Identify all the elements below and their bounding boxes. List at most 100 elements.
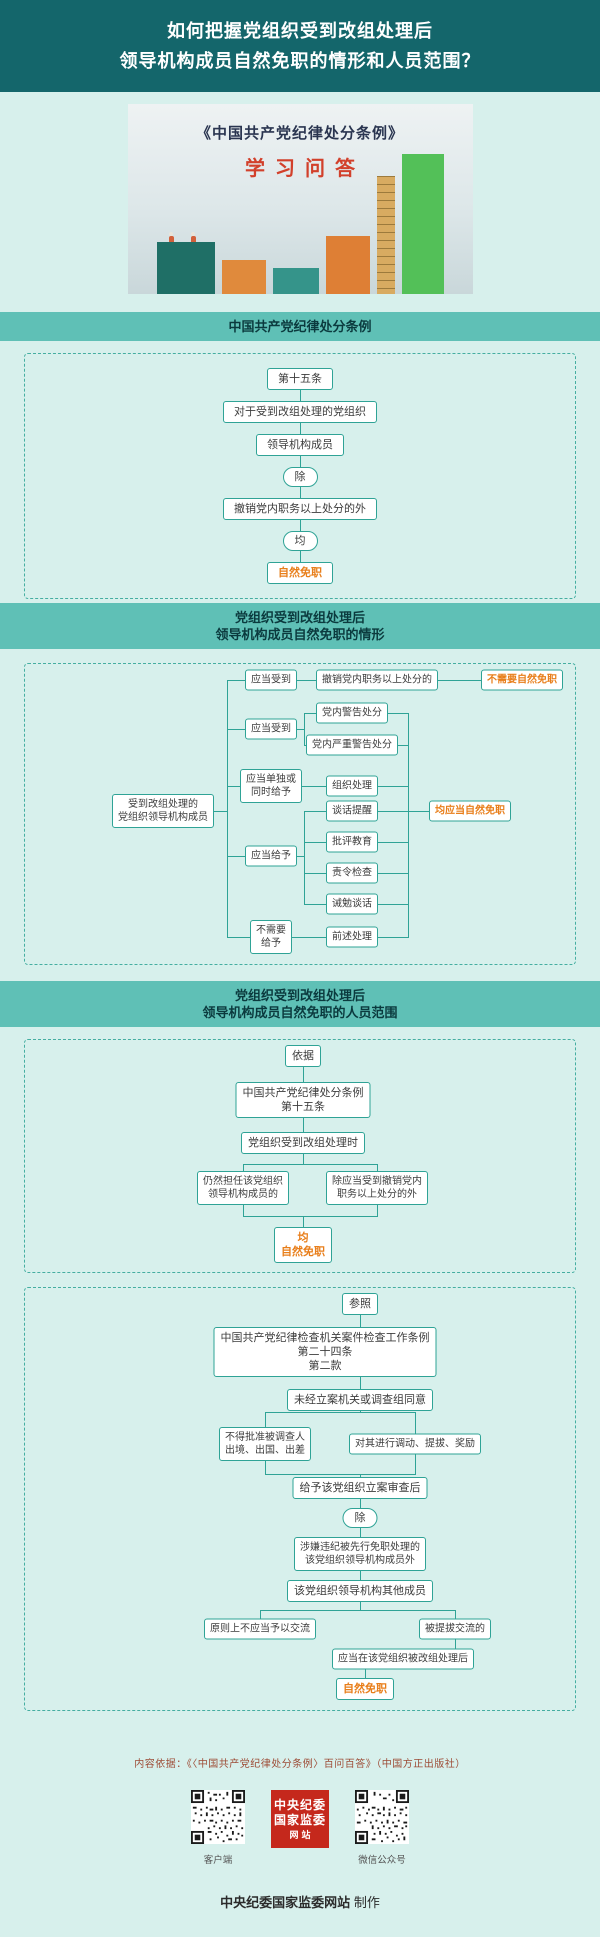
flow4-law-line3: 第二款 bbox=[308, 1360, 342, 1372]
page-title-line1: 如何把握党组织受到改组处理后 bbox=[167, 21, 433, 41]
connector bbox=[243, 1164, 378, 1165]
figurine bbox=[168, 232, 174, 242]
teal-block bbox=[156, 232, 215, 294]
flow4-except-line1: 涉嫌违纪被先行免职处理的 bbox=[300, 1542, 420, 1553]
flow1-step1-box: 对于受到改组处理的党组织 bbox=[223, 401, 377, 423]
flow3-condition-box: 党组织受到改组处理时 bbox=[241, 1132, 365, 1154]
connector bbox=[299, 551, 301, 562]
flow3-left-line1: 仍然担任该党组织 bbox=[203, 1176, 283, 1187]
figurine-body bbox=[168, 236, 174, 242]
section1-header: 中国共产党纪律处分条例 bbox=[0, 312, 600, 341]
flow2-root-line1: 受到改组处理的 bbox=[128, 799, 198, 810]
flow2-branch4-label: 应当给予 bbox=[245, 845, 297, 867]
flow3-left-box: 仍然担任该党组织 领导机构成员的 bbox=[197, 1171, 289, 1205]
flow3-result-line1: 均 bbox=[297, 1232, 309, 1244]
flow4-law-line1: 中国共产党纪律检查机关案件检查工作条例 bbox=[220, 1332, 430, 1344]
ccdi-logo-line3: 网站 bbox=[289, 1829, 314, 1840]
flow4-except-pill: 除 bbox=[342, 1508, 378, 1528]
green-bar bbox=[401, 154, 444, 294]
ruler bbox=[376, 176, 395, 294]
flow2-branch2-label: 应当受到 bbox=[245, 718, 297, 740]
figurine-body bbox=[190, 236, 196, 242]
flow4-right-box: 对其进行调动、提拔、奖励 bbox=[349, 1433, 481, 1455]
flow3-left-line2: 领导机构成员的 bbox=[208, 1189, 278, 1200]
connector bbox=[299, 487, 301, 498]
ccdi-logo-line1: 中央纪委 bbox=[273, 1797, 326, 1812]
flow2-branch3-label: 应当单独或 同时给予 bbox=[240, 769, 302, 803]
credit-name: 中央纪委国家监委网站 bbox=[220, 1895, 351, 1910]
connector bbox=[243, 1216, 378, 1217]
flow1-all-pill: 均 bbox=[282, 531, 318, 551]
flow4-leaf-right-box: 被提拔交流的 bbox=[419, 1618, 491, 1640]
flowchart-reference: 参照 中国共产党纪律检查机关案件检查工作条例 第二十四条 第二款 未经立案机关或… bbox=[24, 1287, 576, 1711]
flow4-law-box: 中国共产党纪律检查机关案件检查工作条例 第二十四条 第二款 bbox=[213, 1327, 437, 1377]
teal-block-small bbox=[272, 268, 319, 294]
flow2-no-dismissal-box: 不需要自然免职 bbox=[481, 669, 563, 691]
connector bbox=[227, 680, 228, 938]
flow4-reference-tag: 参照 bbox=[342, 1293, 378, 1315]
connector bbox=[365, 1659, 366, 1690]
flow2-branch5-node: 前述处理 bbox=[326, 926, 378, 948]
connector bbox=[265, 1474, 416, 1475]
flow1-except-pill: 除 bbox=[282, 467, 318, 487]
flow3-basis-tag: 依据 bbox=[285, 1045, 321, 1067]
connector bbox=[227, 937, 408, 938]
connector bbox=[299, 423, 301, 434]
page-header: 如何把握党组织受到改组处理后 领导机构成员自然免职的情形和人员范围？ bbox=[0, 0, 600, 92]
flow4-step3-box: 该党组织领导机构其他成员 bbox=[287, 1580, 433, 1602]
flow3-right-line1: 除应当受到撤销党内 bbox=[332, 1176, 422, 1187]
connector bbox=[299, 456, 301, 467]
book-subtitle: 学习问答 bbox=[245, 158, 365, 180]
footer-credit: 中央纪委国家监委网站 制作 bbox=[0, 1892, 600, 1911]
section2-title-line2: 领导机构成员自然免职的情形 bbox=[215, 627, 385, 642]
flow3-law-line2: 第十五条 bbox=[281, 1101, 325, 1113]
connector bbox=[299, 390, 301, 401]
flow2-branch4-node4: 诫勉谈话 bbox=[326, 893, 378, 915]
qr-section: 客户端 中央纪委 国家监委 网站 微信公众号 bbox=[0, 1790, 600, 1866]
flow2-branch5-label-line1: 不需要 bbox=[256, 925, 286, 936]
connector bbox=[304, 713, 305, 746]
book-title: 《中国共产党纪律处分条例》 bbox=[195, 125, 404, 142]
flow2-all-dismissal-box: 均应当自然免职 bbox=[429, 800, 511, 822]
flow4-leaf-left-box: 原则上不应当予以交流 bbox=[204, 1618, 316, 1640]
section2-header: 党组织受到改组处理后 领导机构成员自然免职的情形 bbox=[0, 603, 600, 649]
flow2-branch1-label: 应当受到 bbox=[245, 669, 297, 691]
flow3-law-line1: 中国共产党纪律处分条例 bbox=[242, 1087, 364, 1099]
flow2-root-line2: 党组织领导机构成员 bbox=[118, 812, 208, 823]
orange-block bbox=[221, 260, 266, 294]
flow2-branch3-label-line1: 应当单独或 bbox=[246, 774, 296, 785]
flow2-root-box: 受到改组处理的 党组织领导机构成员 bbox=[112, 794, 214, 828]
flow2-branch3-node: 组织处理 bbox=[326, 775, 378, 797]
flowchart-situations: 受到改组处理的 党组织领导机构成员 应当受到 撤销党内职务以上处分的 不需要自然… bbox=[24, 663, 576, 965]
flow3-right-line2: 职务以上处分的外 bbox=[337, 1189, 417, 1200]
section3-title-line2: 领导机构成员自然免职的人员范围 bbox=[202, 1005, 398, 1020]
connector bbox=[304, 811, 305, 905]
source-citation: 内容依据：《〈中国共产党纪律处分条例〉百问百答》（中国方正出版社） bbox=[134, 1759, 466, 1770]
flow4-condition-box: 未经立案机关或调查组同意 bbox=[287, 1389, 433, 1411]
flow4-left-line1: 不得批准被调查人 bbox=[225, 1432, 305, 1443]
connector bbox=[265, 1412, 416, 1413]
connector bbox=[260, 1610, 456, 1611]
ccdi-logo: 中央纪委 国家监委 网站 bbox=[271, 1790, 329, 1848]
figurine-head bbox=[191, 232, 195, 236]
qr-app-block: 客户端 bbox=[191, 1790, 245, 1866]
flow3-law-box: 中国共产党纪律处分条例 第十五条 bbox=[235, 1082, 371, 1118]
flow3-result-line2: 自然免职 bbox=[281, 1246, 325, 1258]
connector bbox=[304, 811, 470, 812]
flow2-branch5-label: 不需要 给予 bbox=[250, 920, 292, 954]
flow2-branch3-label-line2: 同时给予 bbox=[251, 787, 291, 798]
figurine-head bbox=[169, 232, 173, 236]
flow3-right-box: 除应当受到撤销党内 职务以上处分的外 bbox=[326, 1171, 428, 1205]
flow4-except-box: 涉嫌违纪被先行免职处理的 该党组织领导机构成员外 bbox=[294, 1537, 426, 1571]
section3-title-line1: 党组织受到改组处理后 bbox=[234, 988, 365, 1003]
qr-wechat-label: 微信公众号 bbox=[358, 1855, 406, 1866]
flow1-article-box: 第十五条 bbox=[267, 368, 333, 390]
flow2-branch4-node2: 批评教育 bbox=[326, 831, 378, 853]
credit-suffix: 制作 bbox=[353, 1895, 380, 1910]
section1-title: 中国共产党纪律处分条例 bbox=[228, 319, 372, 334]
flowchart-article15: 第十五条 对于受到改组处理的党组织 领导机构成员 除 撤销党内职务以上处分的外 … bbox=[24, 353, 576, 599]
flow4-law-line2: 第二十四条 bbox=[297, 1346, 353, 1358]
ccdi-logo-line2: 国家监委 bbox=[273, 1812, 326, 1827]
qr-app-label: 客户端 bbox=[203, 1855, 233, 1866]
